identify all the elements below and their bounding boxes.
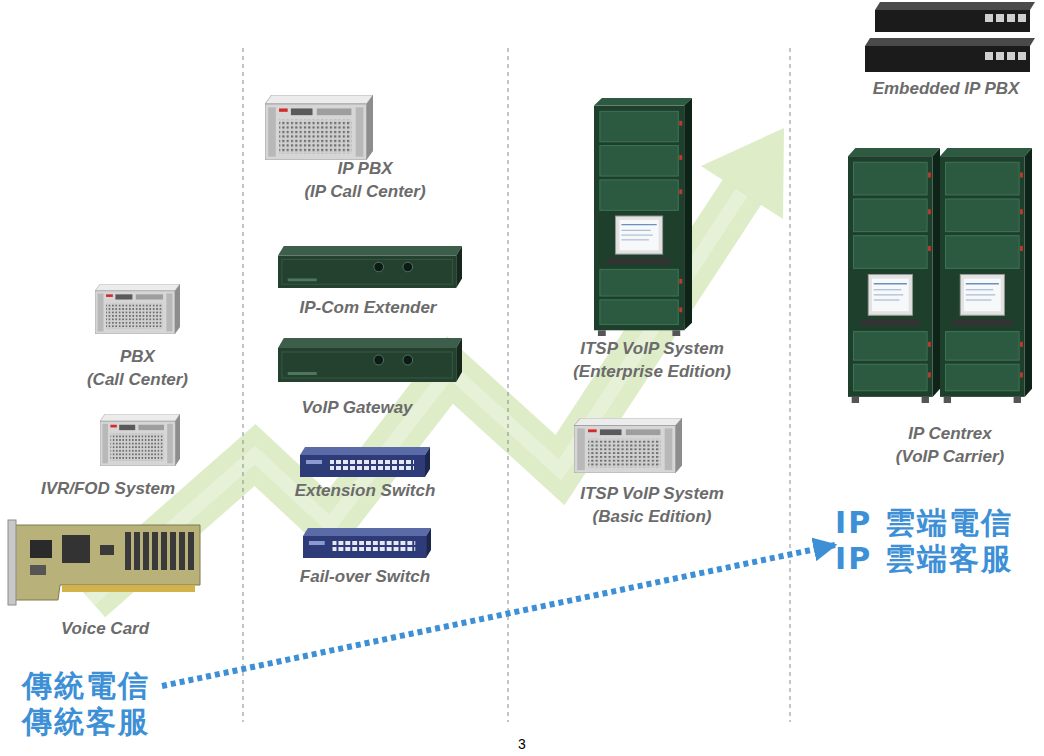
server-chassis — [95, 95, 682, 473]
transition-arrow — [162, 545, 835, 686]
stage-heading: IP 雲端電信 IP 雲端客服 — [835, 505, 1025, 577]
voice-card-part — [14, 525, 200, 600]
network-switch-part — [300, 447, 430, 477]
caption-line: (Basic Edition) — [580, 505, 724, 528]
voice-card — [8, 520, 200, 605]
embedded-appliance-part — [875, 2, 1035, 10]
caption-line: PBX — [87, 345, 188, 368]
voice-card-part — [30, 540, 52, 558]
device-caption: Fail-over Switch — [300, 565, 430, 588]
network-switch — [300, 447, 431, 558]
device-caption: Extension Switch — [295, 479, 436, 502]
caption-line: (VoIP Carrier) — [896, 445, 1004, 468]
embedded-appliance-part — [1018, 52, 1026, 60]
voice-card-part — [179, 532, 185, 570]
caption-line: (IP Call Center) — [304, 180, 425, 203]
device-node: Voice Card — [5, 515, 205, 640]
server-rack-part — [940, 148, 1032, 403]
device-node: IP PBX (IP Call Center) — [265, 90, 465, 203]
caption-line: Voice Card — [61, 617, 149, 640]
growth-zigzag-part — [701, 128, 784, 219]
device-node: Embedded IP PBX — [846, 0, 1044, 100]
column-divider-part — [790, 48, 791, 722]
caption-line: IVR/FOD System — [41, 477, 175, 500]
caption-line: Extension Switch — [295, 479, 436, 502]
voice-card-part — [143, 532, 149, 570]
network-switch-part — [303, 528, 431, 558]
device-caption: PBX (Call Center) — [87, 345, 188, 391]
caption-line: IP PBX — [304, 157, 425, 180]
embedded-appliance-part — [1018, 14, 1026, 22]
column-divider — [243, 48, 790, 722]
network-appliance-part — [278, 338, 462, 382]
caption-line: IP Centrex — [896, 422, 1004, 445]
caption-line: IP-Com Extender — [300, 296, 437, 319]
embedded-appliance-part — [1007, 14, 1015, 22]
device-caption: IP PBX (IP Call Center) — [304, 157, 425, 203]
voice-card-part — [161, 532, 167, 570]
embedded-appliance-part — [996, 14, 1004, 22]
embedded-appliance-part — [1007, 52, 1015, 60]
server-rack-part — [594, 98, 692, 336]
voice-card-part — [170, 532, 176, 570]
device-node: Extension Switch — [265, 445, 465, 502]
caption-line: ITSP VoIP System — [580, 482, 724, 505]
server-chassis-part — [95, 284, 180, 334]
caption-line: VoIP Gateway — [301, 396, 412, 419]
device-caption: ITSP VoIP System (Enterprise Edition) — [573, 337, 731, 383]
stage-heading-node: 傳統電信 傳統客服 — [22, 668, 162, 740]
voice-card-part — [62, 535, 90, 563]
network-appliance — [278, 246, 462, 382]
embedded-appliance-part — [985, 14, 993, 22]
device-caption: VoIP Gateway — [301, 396, 412, 419]
device-caption: Embedded IP PBX — [873, 77, 1020, 100]
voice-card-part — [152, 532, 158, 570]
voice-card-part — [8, 520, 16, 605]
device-node: ITSP VoIP System (Enterprise Edition) — [542, 95, 762, 383]
device-caption: IVR/FOD System — [41, 477, 175, 500]
voice-card-part — [30, 565, 46, 575]
device-node: VoIP Gateway — [257, 335, 457, 419]
device-node: ITSP VoIP System (Basic Edition) — [542, 415, 762, 528]
voice-card-part — [125, 532, 131, 570]
device-node: IVR/FOD System — [8, 410, 208, 500]
device-caption: Voice Card — [61, 617, 149, 640]
caption-line: Fail-over Switch — [300, 565, 430, 588]
embedded-appliance — [865, 2, 1035, 72]
embedded-appliance-part — [875, 10, 1030, 32]
voice-card-part — [100, 545, 114, 555]
device-node: IP-Com Extender — [268, 240, 468, 319]
caption-line: (Call Center) — [87, 368, 188, 391]
embedded-appliance-part — [865, 46, 1030, 72]
device-node: IP Centrex (VoIP Carrier) — [850, 145, 1044, 468]
caption-line: Embedded IP PBX — [873, 77, 1020, 100]
caption-line: (Enterprise Edition) — [573, 360, 731, 383]
server-rack-part — [848, 148, 940, 403]
embedded-appliance-part — [985, 52, 993, 60]
server-chassis-part — [574, 418, 682, 473]
device-node: PBX (Call Center) — [40, 280, 235, 391]
device-caption: IP-Com Extender — [300, 296, 437, 319]
embedded-appliance-part — [996, 52, 1004, 60]
voice-card-part — [188, 532, 194, 570]
column-divider-part — [508, 48, 509, 722]
network-appliance-part — [278, 246, 462, 288]
stage-heading-node: IP 雲端電信 IP 雲端客服 — [835, 505, 1025, 585]
stage-heading: 傳統電信 傳統客服 — [22, 668, 162, 740]
page-number: 3 — [507, 736, 537, 752]
device-node: Fail-over Switch — [265, 525, 465, 588]
voice-card-part — [62, 585, 195, 592]
column-divider-part — [243, 48, 244, 722]
server-chassis-part — [100, 414, 180, 466]
server-chassis-part — [265, 95, 373, 160]
voice-card-part — [134, 532, 140, 570]
caption-line: ITSP VoIP System — [573, 337, 731, 360]
device-caption: IP Centrex (VoIP Carrier) — [896, 422, 1004, 468]
device-caption: ITSP VoIP System (Basic Edition) — [580, 482, 724, 528]
embedded-appliance-part — [865, 38, 1035, 46]
